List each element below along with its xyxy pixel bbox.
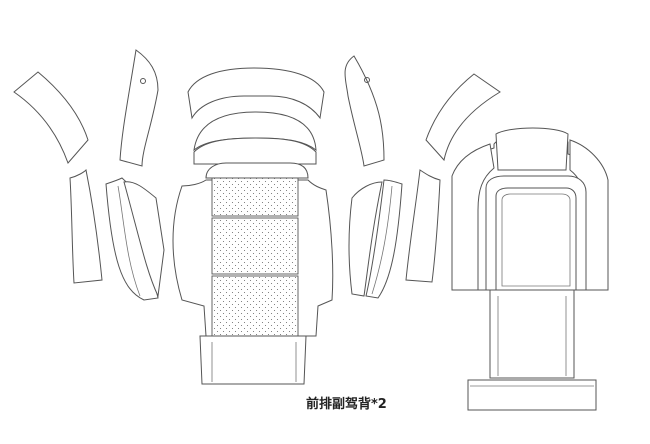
- seat-back-bottom-panel: [199, 335, 307, 385]
- left-bolster-seam: [117, 185, 141, 297]
- mounting-hole: [364, 77, 370, 83]
- left-lower-side-strip: [69, 168, 103, 284]
- rear-inner-frame: [485, 175, 587, 291]
- right-lower-side-strip: [405, 169, 441, 283]
- right-bolster-seam: [371, 185, 393, 295]
- perforated-insert-middle: [211, 217, 299, 275]
- rear-base-plate: [467, 379, 597, 411]
- left-upper-side-panel: [119, 49, 159, 167]
- perforated-insert-bottom: [211, 275, 299, 337]
- right-bolster-inner: [348, 181, 383, 297]
- headrest-top-panel: [187, 67, 325, 120]
- right-outer-wing-panel: [425, 73, 501, 162]
- diagram-caption: 前排副驾背*2: [306, 397, 387, 412]
- right-bolster-outer: [365, 179, 403, 299]
- rear-left-wing: [451, 143, 495, 291]
- rear-lower-body-panel: [489, 289, 575, 379]
- perforated-insert-top: [211, 177, 299, 217]
- rear-headrest-panel: [495, 127, 569, 171]
- headrest-front-panel-lower: [193, 137, 317, 165]
- headrest-neck-panel: [205, 162, 309, 179]
- rear-inner-opening: [495, 187, 577, 291]
- mounting-hole: [140, 78, 146, 84]
- left-bolster-inner: [123, 181, 165, 298]
- rear-inner-opening-seam: [501, 193, 571, 287]
- right-upper-side-panel: [344, 55, 385, 167]
- left-outer-wing-panel: [13, 71, 89, 164]
